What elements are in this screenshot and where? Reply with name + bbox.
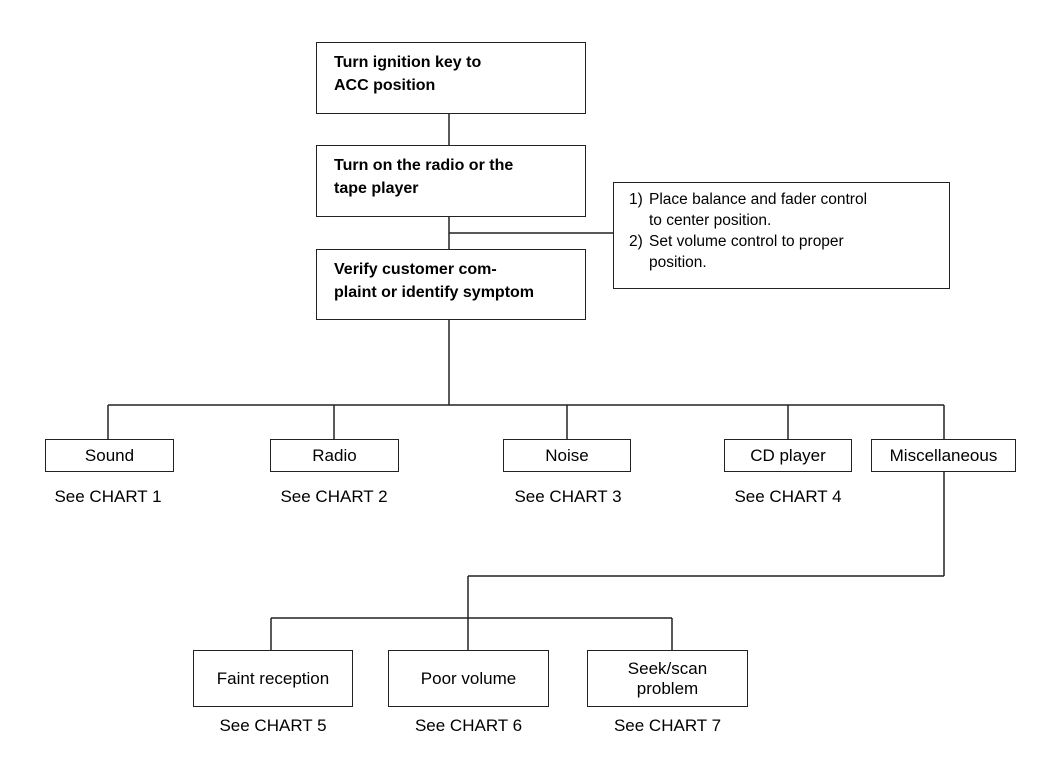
misc-poor-volume-label: Poor volume — [420, 668, 517, 688]
category-cd-player-label: CD player — [750, 445, 826, 465]
misc-poor-volume-box: Poor volume — [388, 650, 549, 707]
setup-note-box: 1) Place balance and fader control to ce… — [613, 182, 950, 289]
note-item-1-line-2: to center position. — [649, 212, 772, 229]
step-verify-line-2: plaint or identify symptom — [334, 284, 535, 301]
note-item-2: 2) Set volume control to proper position… — [629, 231, 943, 273]
note-item-1-text: Place balance and fader control to cente… — [649, 189, 867, 231]
note-item-1-number: 1) — [629, 191, 643, 208]
note-item-1-line-1: Place balance and fader control — [649, 191, 868, 208]
category-noise-ref: See CHART 3 — [514, 487, 622, 506]
category-cd-player-box: CD player — [724, 439, 852, 472]
step-radio-on-line-1: Turn on the radio or the — [334, 157, 514, 174]
note-item-2-number: 2) — [629, 233, 643, 250]
category-sound-ref: See CHART 1 — [54, 487, 162, 506]
misc-seek-scan-line-1: Seek/scan — [627, 658, 708, 678]
step-radio-on-line-2: tape player — [334, 180, 419, 197]
step-ignition-box: Turn ignition key to ACC position — [316, 42, 586, 114]
misc-seek-scan-line-2: problem — [636, 678, 699, 698]
step-verify-line-1: Verify customer com- — [334, 261, 497, 278]
category-radio-box: Radio — [270, 439, 399, 472]
note-item-2-line-1: Set volume control to proper — [649, 233, 844, 250]
category-miscellaneous-label: Miscellaneous — [889, 445, 998, 465]
step-radio-on-box: Turn on the radio or the tape player — [316, 145, 586, 217]
category-miscellaneous-box: Miscellaneous — [871, 439, 1016, 472]
misc-faint-reception-label: Faint reception — [216, 668, 330, 688]
step-ignition-line-2: ACC position — [334, 77, 436, 94]
misc-poor-volume-ref: See CHART 6 — [414, 716, 523, 735]
category-noise-label: Noise — [545, 445, 589, 465]
category-radio-label: Radio — [312, 445, 357, 465]
misc-faint-reception-ref: See CHART 5 — [219, 716, 327, 735]
category-noise-box: Noise — [503, 439, 631, 472]
note-item-2-text: Set volume control to proper position. — [649, 231, 844, 273]
note-item-2-line-2: position. — [649, 254, 707, 271]
step-ignition-line-1: Turn ignition key to — [334, 54, 482, 71]
category-sound-box: Sound — [45, 439, 174, 472]
misc-seek-scan-box: Seek/scan problem — [587, 650, 748, 707]
category-sound-label: Sound — [84, 445, 135, 465]
category-radio-ref: See CHART 2 — [280, 487, 388, 506]
note-item-1: 1) Place balance and fader control to ce… — [629, 189, 943, 231]
category-cd-player-ref: See CHART 4 — [734, 487, 842, 506]
misc-seek-scan-ref: See CHART 7 — [613, 716, 722, 735]
step-verify-box: Verify customer com- plaint or identify … — [316, 249, 586, 320]
misc-faint-reception-box: Faint reception — [193, 650, 353, 707]
